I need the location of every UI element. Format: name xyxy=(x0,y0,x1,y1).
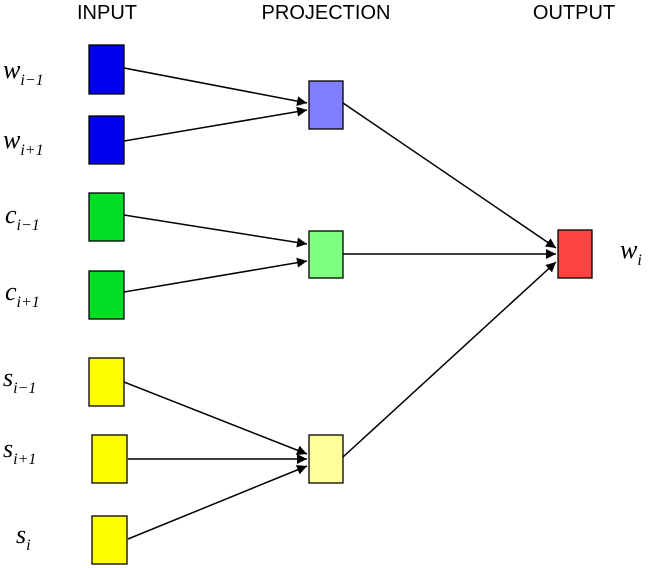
output-header: OUTPUT xyxy=(533,2,615,24)
projection-node-w xyxy=(308,80,344,130)
label-w-prev: wi−1 xyxy=(3,55,44,89)
input-node-s-prev xyxy=(88,357,125,407)
edge-s-curr-to-proj-s xyxy=(127,465,308,540)
edge-proj-s-to-output xyxy=(342,261,557,458)
edge-w-prev-to-proj-w xyxy=(123,67,308,107)
edge-c-next-to-proj-c xyxy=(123,257,308,293)
output-node xyxy=(557,229,593,279)
input-header: INPUT xyxy=(77,2,137,24)
label-output-w: wi xyxy=(620,235,642,269)
label-s-prev: si−1 xyxy=(3,363,36,397)
input-node-w-prev xyxy=(88,44,125,95)
edge-c-prev-to-proj-c xyxy=(123,214,308,248)
input-node-s-curr xyxy=(91,515,128,565)
projection-layer xyxy=(308,80,344,484)
projection-header: PROJECTION xyxy=(262,2,391,24)
label-s-curr: si xyxy=(16,520,31,554)
input-node-w-next xyxy=(88,115,125,165)
label-s-next: si+1 xyxy=(3,434,36,468)
edge-w-next-to-proj-w xyxy=(123,106,308,142)
label-w-next: wi+1 xyxy=(3,125,44,159)
projection-node-c xyxy=(308,230,344,279)
edge-proj-w-to-output xyxy=(342,102,557,249)
input-edges xyxy=(123,67,308,540)
projection-node-s xyxy=(308,434,344,484)
input-node-c-prev xyxy=(88,192,125,242)
projection-edges xyxy=(342,102,557,458)
input-layer xyxy=(88,44,128,565)
input-node-c-next xyxy=(88,270,125,320)
input-node-s-next xyxy=(91,434,128,484)
label-c-prev: ci−1 xyxy=(5,200,40,234)
edge-s-prev-to-proj-s xyxy=(123,381,308,455)
label-c-next: ci+1 xyxy=(5,277,40,311)
